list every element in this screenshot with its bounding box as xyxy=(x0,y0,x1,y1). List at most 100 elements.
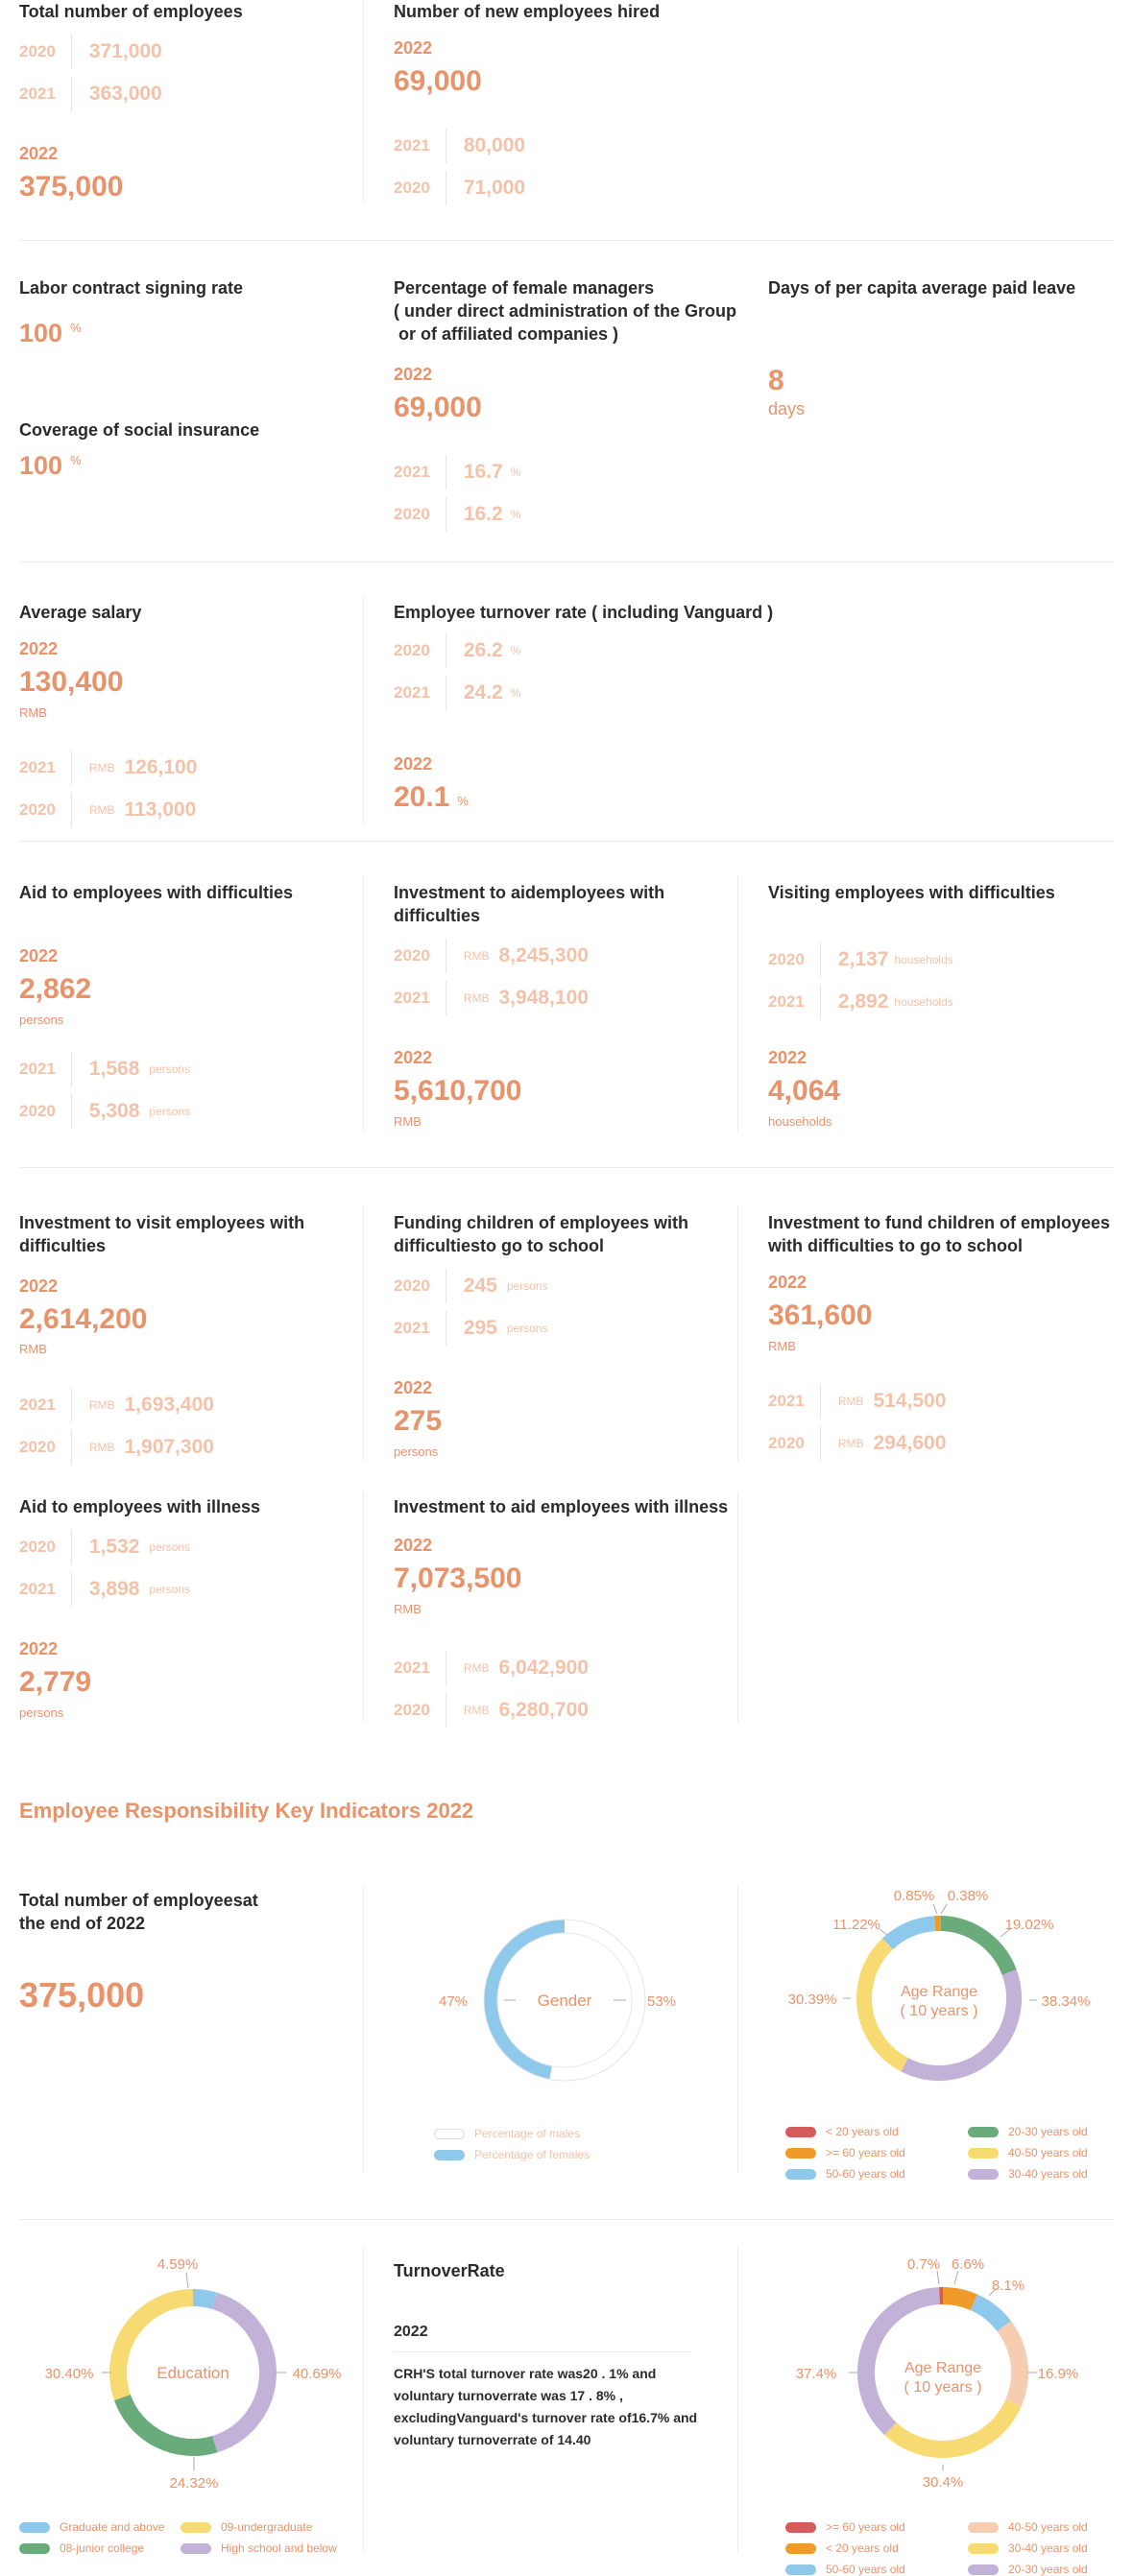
value: 3,948,100 xyxy=(498,987,589,1009)
value: 24.2 xyxy=(463,681,503,704)
slice-20-30-years-old xyxy=(857,2287,941,2436)
total-employees-current-value: 375,000 xyxy=(19,171,124,203)
legend-swatch xyxy=(968,2168,999,2180)
slice-50-60-years-old xyxy=(881,1916,936,1950)
legend-item: >= 60 years old xyxy=(785,2146,905,2159)
unit: RMB xyxy=(463,949,490,963)
turnover-rate-line-4: voluntary turnoverrate of 14.40 xyxy=(394,2432,591,2447)
age1-leader xyxy=(940,1903,948,1915)
value: 5,308 xyxy=(88,1100,140,1122)
edu-label-0: 4.59% xyxy=(157,2256,199,2273)
turnover-rate-year: 2022 xyxy=(394,2324,428,2340)
slice-30-40-years-old xyxy=(901,1969,1022,2081)
legend-label: 50-60 years old xyxy=(826,2167,905,2181)
age2-leader xyxy=(988,2287,998,2297)
unit: RMB xyxy=(88,1398,115,1412)
value: 16.2 xyxy=(463,503,503,525)
aid-illness-2020-row: 2020 1,532 persons xyxy=(19,1530,200,1564)
edu-slices xyxy=(109,2289,277,2456)
value: 245 xyxy=(463,1275,497,1297)
gender-label-female: 47% xyxy=(439,1993,468,2010)
age2-label-0: 6.6% xyxy=(952,2256,984,2273)
unit: persons xyxy=(149,1062,191,1076)
average-salary-current-unit: RMB xyxy=(19,705,47,720)
slice-20-30-years-old xyxy=(940,1916,1017,1975)
value: 113,000 xyxy=(124,799,197,821)
year: 2020 xyxy=(19,1102,56,1120)
value: 1,693,400 xyxy=(124,1394,214,1416)
female-managers-current-year: 2022 xyxy=(394,365,433,384)
legend-label: 30-40 years old xyxy=(1008,2167,1088,2181)
invest-aid-difficulties-current-unit: RMB xyxy=(394,1114,422,1129)
visiting-difficulties-current-value: 4,064 xyxy=(768,1075,841,1107)
divider xyxy=(70,1530,72,1564)
divider xyxy=(819,985,821,1019)
unit: households xyxy=(894,953,953,966)
legend-swatch xyxy=(19,2542,50,2554)
labor-contract-title: Labor contract signing rate xyxy=(19,278,244,298)
aid-illness-current-value: 2,779 xyxy=(19,1666,92,1698)
unit: % xyxy=(510,686,521,700)
funding-children-2020-row: 2020 245 persons xyxy=(394,1269,558,1303)
legend-label: Graduate and above xyxy=(60,2520,165,2534)
legend-label: 40-50 years old xyxy=(1008,2146,1088,2159)
female-managers-2021-row: 2021 16.7 % xyxy=(394,455,530,489)
total-employees-title: Total number of employees xyxy=(19,2,243,21)
divider xyxy=(70,1052,72,1086)
turnover-current-year: 2022 xyxy=(394,754,433,774)
value: 71,000 xyxy=(463,177,526,199)
age2-label-1: 8.1% xyxy=(992,2278,1025,2294)
total-employees-2021-row: 2021 363,000 xyxy=(19,77,162,111)
slice-high-school-and-below xyxy=(211,2292,277,2453)
turnover-title: Employee turnover rate ( including Vangu… xyxy=(394,603,774,622)
column-divider xyxy=(737,1885,738,2173)
invest-illness-2020-row: 2020 RMB 6,280,700 xyxy=(394,1693,589,1728)
year: 2020 xyxy=(19,42,56,60)
legend-item: < 20 years old xyxy=(785,2125,899,2138)
divider xyxy=(70,35,72,69)
legend-label: >= 60 years old xyxy=(826,2146,905,2159)
turnover-2021-row: 2021 24.2 % xyxy=(394,676,530,710)
legend-swatch xyxy=(968,2147,999,2159)
invest-aid-difficulties-2021-row: 2021 RMB 3,948,100 xyxy=(394,981,589,1015)
funding-children-title-1: Funding children of employees with xyxy=(394,1213,689,1232)
slice-50-60-years-old xyxy=(970,2294,1011,2332)
legend-label: < 20 years old xyxy=(826,2125,899,2138)
turnover-2020-row: 2020 26.2 % xyxy=(394,633,530,668)
slice-percentage-of-males xyxy=(549,1920,645,2081)
legend-swatch xyxy=(968,2542,999,2554)
aid-difficulties-2021-row: 2021 1,568 persons xyxy=(19,1052,200,1086)
ring-outer-outline xyxy=(483,1919,646,2082)
age2-label-2: 16.9% xyxy=(1038,2366,1079,2382)
labor-contract-unit: % xyxy=(70,321,82,335)
value: 126,100 xyxy=(124,756,198,778)
legend-label: < 20 years old xyxy=(826,2541,899,2555)
year: 2021 xyxy=(394,1658,430,1677)
value: 1,532 xyxy=(88,1536,140,1558)
invest-children-title-2: with difficulties to go to school xyxy=(768,1236,1023,1255)
legend-item: 20-30 years old xyxy=(968,2125,1088,2138)
legend-label: 08-junior college xyxy=(60,2541,145,2555)
aid-difficulties-current-value: 2,862 xyxy=(19,973,92,1005)
age2-slices xyxy=(857,2287,1028,2458)
year: 2020 xyxy=(394,1276,430,1295)
age1-label-1: 19.02% xyxy=(1005,1917,1054,1933)
slice-graduate-and-above xyxy=(192,2289,217,2309)
invest-visit-2021-row: 2021 RMB 1,693,400 xyxy=(19,1388,214,1422)
section-divider xyxy=(19,1167,1114,1168)
value: 1,568 xyxy=(88,1058,140,1080)
legend-label: High school and below xyxy=(221,2541,337,2555)
unit: RMB xyxy=(463,1661,490,1675)
turnover-rate-divider xyxy=(394,2351,691,2352)
social-insurance-value-group: 100 % xyxy=(19,451,82,481)
legend-label: 40-50 years old xyxy=(1008,2520,1088,2534)
funding-children-current-unit: persons xyxy=(394,1444,439,1459)
unit: % xyxy=(510,644,521,657)
unit: % xyxy=(510,508,521,521)
divider xyxy=(70,1094,72,1129)
section-divider xyxy=(19,561,1114,562)
education-donut-chart: Education 4.59% 40.69% 24.32% 30.40% xyxy=(45,2256,342,2492)
new-hires-2021-row: 2021 80,000 xyxy=(394,129,525,163)
aid-difficulties-title: Aid to employees with difficulties xyxy=(19,883,294,902)
age2-label-5: 0.7% xyxy=(907,2256,940,2273)
